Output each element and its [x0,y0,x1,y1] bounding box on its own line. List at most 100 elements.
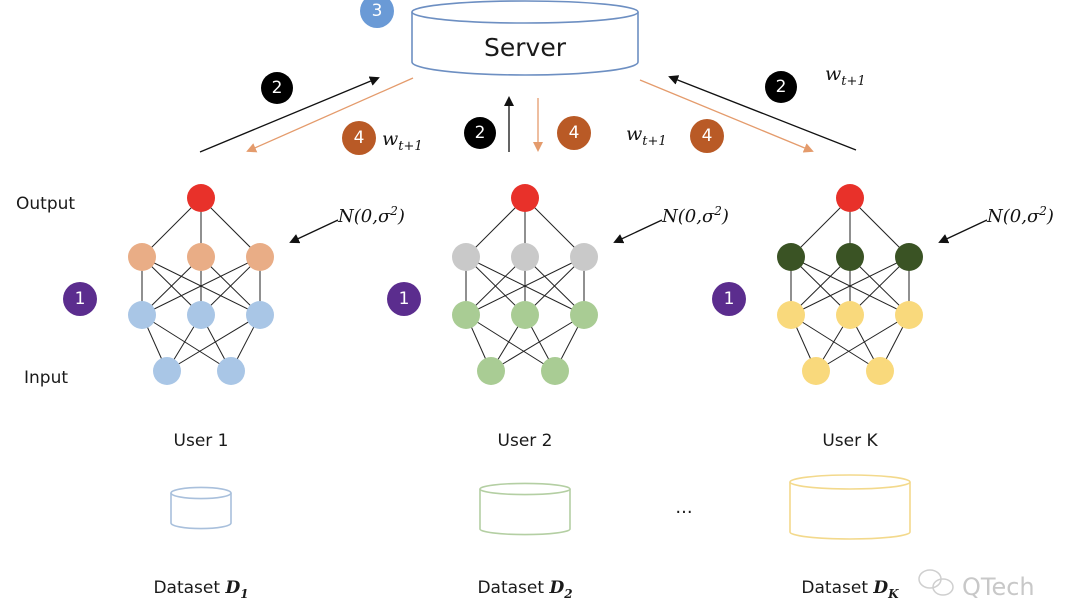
dataset-label: Dataset D2 [477,578,572,601]
user-network-1: 1 N(0,σ2) User 1 Dataset D1 [63,184,405,601]
noise-arrow [289,219,339,244]
dataset-cylinder [789,474,911,540]
input-node [866,357,894,385]
cylinder-top [789,474,911,490]
hidden-node [570,243,598,271]
hidden-node [570,301,598,329]
hidden-node [187,301,215,329]
output-layer-label: Output [16,194,75,214]
upload-arrow-userK [668,75,857,151]
hidden-node [895,301,923,329]
hidden-node [246,243,274,271]
badge-number: 1 [724,289,735,309]
svg-text:4: 4 [354,128,365,148]
hidden-node [187,243,215,271]
hidden-node [836,243,864,271]
weights-label-userK: wt+1 [825,63,866,89]
noise-arrow [938,219,988,244]
cylinder-body [170,493,232,530]
user-network-3: 1 N(0,σ2) User K Dataset DK [712,184,1054,601]
watermark-text: QTech [962,573,1035,601]
hidden-node [895,243,923,271]
dataset-label: Dataset DK [801,578,899,601]
badge-number: 1 [399,289,410,309]
svg-text:2: 2 [272,78,283,98]
noise-label: N(0,σ2) [337,204,405,227]
train-badge [387,282,421,316]
dataset-label: Dataset D1 [153,578,248,601]
edge [141,314,232,372]
hidden-node [836,301,864,329]
hidden-node [452,301,480,329]
svg-text:2: 2 [475,123,486,143]
output-node [187,184,215,212]
aggregate-badge [360,0,394,28]
step-badge-4-user1: 4 [342,121,376,155]
input-node [541,357,569,385]
hidden-node [777,243,805,271]
step-badge-1: 1 [712,282,746,316]
svg-text:3: 3 [372,1,383,21]
edge [465,314,556,372]
train-badge [712,282,746,316]
input-node [217,357,245,385]
weights-label-user2: wt+1 [626,123,667,149]
edge [465,256,585,316]
download-arrow-user1 [246,77,414,153]
edge [490,314,585,372]
dataset-cylinder [479,482,571,536]
svg-text:4: 4 [702,126,713,146]
user-label: User K [822,431,878,451]
watermark: QTech [918,569,1035,601]
noise-label: N(0,σ2) [986,204,1054,227]
download-arrow-userK [639,79,814,153]
hidden-node [246,301,274,329]
noise-arrow [613,219,663,244]
step-badge-2-userK: 2 [765,71,797,103]
step-badge-2-user1: 2 [261,72,293,104]
output-node [836,184,864,212]
output-node [511,184,539,212]
input-node [477,357,505,385]
badge-number: 1 [75,289,86,309]
step-badge-3: 3 [360,0,394,28]
edge [141,256,261,316]
edge [166,314,261,372]
user-label: User 1 [174,431,229,451]
input-layer-label: Input [24,368,68,388]
input-node [153,357,181,385]
step-badge-1: 1 [63,282,97,316]
hidden-node [777,301,805,329]
hidden-node [128,301,156,329]
edge [815,314,910,372]
input-node [802,357,830,385]
svg-text:2: 2 [776,77,787,97]
hidden-node [452,243,480,271]
cylinder-top [170,486,232,500]
wechat-icon [918,569,954,596]
step-badge-4-user2: 4 [557,116,591,150]
ellipsis: ... [675,497,692,518]
upload-arrow-user1 [199,76,380,153]
dataset-cylinder [170,486,232,530]
cylinder-body [789,482,911,540]
edge [790,256,910,316]
server-cylinder: Server [411,0,639,76]
hidden-node [128,243,156,271]
weights-label-user1: wt+1 [382,128,423,154]
user-label: User 2 [498,431,553,451]
user-network-2: 1 N(0,σ2) User 2 Dataset D2 [387,184,729,601]
noise-label: N(0,σ2) [661,204,729,227]
hidden-node [511,243,539,271]
step-badge-4-userK: 4 [690,119,724,153]
step-badge-2-user2: 2 [464,117,496,149]
edge [790,314,881,372]
train-badge [63,282,97,316]
cylinder-body [479,489,571,536]
cylinder-top [479,482,571,496]
step-badge-1: 1 [387,282,421,316]
svg-text:4: 4 [569,123,580,143]
server-label: Server [484,33,567,62]
hidden-node [511,301,539,329]
